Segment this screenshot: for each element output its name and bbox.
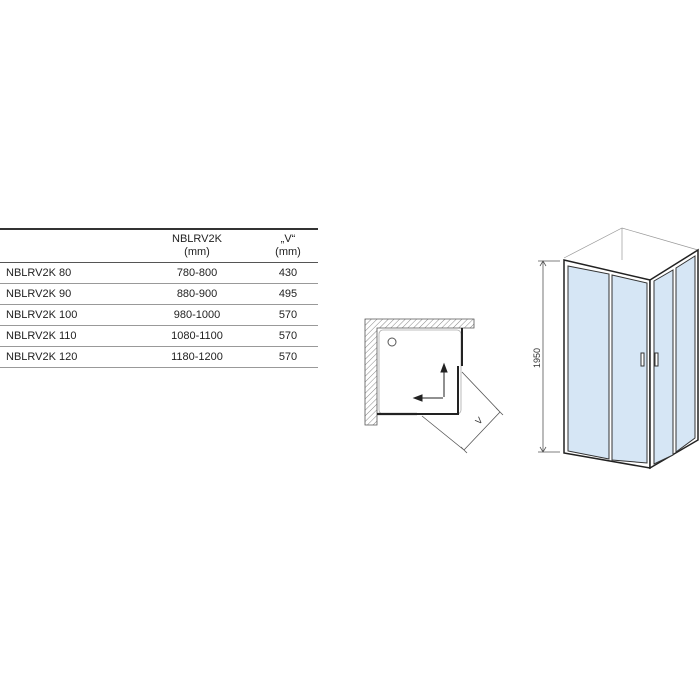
front-glass-left	[567, 265, 610, 460]
table-row: NBLRV2K 90 880-900 495	[0, 284, 318, 305]
header-size-name: NBLRV2K	[172, 233, 222, 245]
v-cell: 495	[278, 288, 298, 300]
dimension-label-v: V	[473, 415, 484, 426]
range-cell: 1180-1200	[171, 351, 223, 363]
enclosure-outline-back	[563, 227, 699, 260]
v-cell: 570	[278, 351, 298, 363]
wall-hatch	[364, 318, 475, 426]
door-handle-front	[640, 352, 645, 367]
shower-tray	[378, 329, 462, 415]
arrow-left-icon	[412, 394, 443, 402]
model-cell: NBLRV2K 90	[6, 288, 72, 300]
range-cell: 880-900	[176, 288, 218, 300]
header-size: NBLRV2K(mm)	[136, 229, 258, 263]
side-glass-right	[675, 255, 696, 453]
table-row: NBLRV2K 100 980-1000 570	[0, 305, 318, 326]
floor-plan: V	[364, 318, 504, 454]
front-glass-right	[611, 274, 648, 464]
table-header-row: NBLRV2K(mm) „V“(mm)	[0, 229, 318, 263]
range-cell: 780-800	[176, 267, 218, 279]
model-cell: NBLRV2K 80	[6, 267, 72, 279]
model-cell: NBLRV2K 100	[6, 309, 78, 321]
v-cell: 570	[278, 330, 298, 342]
header-v-unit: (mm)	[275, 246, 301, 258]
enclosure-elevation: 1950	[532, 227, 699, 470]
door-profile-right	[417, 328, 463, 415]
range-cell: 1080-1100	[171, 330, 223, 342]
table-row: NBLRV2K 110 1080-1100 570	[0, 326, 318, 347]
header-v: „V“(mm)	[258, 229, 318, 263]
model-cell: NBLRV2K 110	[6, 330, 77, 342]
drain-icon	[387, 337, 397, 347]
model-cell: NBLRV2K 120	[6, 351, 78, 363]
door-handle-side	[654, 352, 659, 367]
height-dimension-line	[538, 260, 560, 453]
table-row: NBLRV2K 120 1180-1200 570	[0, 347, 318, 368]
header-v-name: „V“	[280, 233, 296, 245]
header-size-unit: (mm)	[184, 246, 210, 258]
v-cell: 430	[278, 267, 298, 279]
dimension-line-v	[421, 371, 504, 454]
arrow-up-icon	[440, 362, 448, 397]
height-label: 1950	[532, 348, 542, 368]
range-cell: 980-1000	[173, 309, 221, 321]
v-cell: 570	[278, 309, 298, 321]
table-row: NBLRV2K 80 780-800 430	[0, 263, 318, 284]
side-glass-left	[653, 269, 674, 465]
